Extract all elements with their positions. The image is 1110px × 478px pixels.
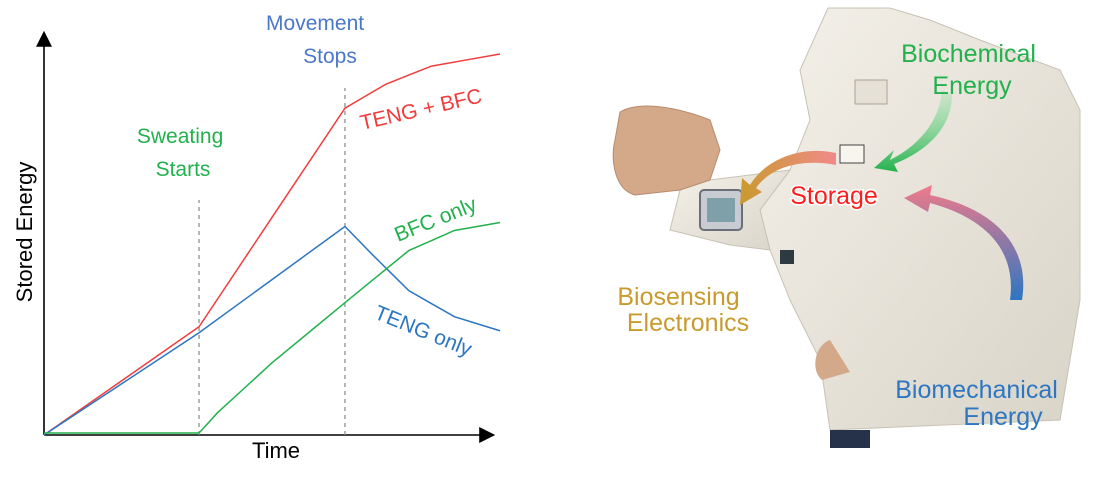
biomechanical-energy-label: Biomechanical Energy [895,376,1065,431]
y-axis-label: Stored Energy [12,162,37,303]
series-line-0 [43,53,501,436]
series-line-2 [43,221,501,434]
event-label-movement: Movement Stops [266,12,370,68]
sensor-chip [780,250,794,264]
wristwatch [699,189,743,231]
storage-patch [839,144,865,164]
event-label-sweating: Sweating Starts [137,125,229,181]
biochemical-energy-label: Biochemical Energy [901,40,1043,100]
biomechanical-arrow [904,185,1024,300]
stored-energy-chart: Time Stored Energy Sweating Starts Movem… [12,12,501,463]
person-silhouette [612,7,1081,448]
biofuel-cell-patch [854,79,888,105]
biosensing-arrow [740,150,836,205]
storage-label: Storage [790,182,878,210]
biochemical-arrow [874,90,952,172]
wearable-illustration: Biochemical Energy Storage Biosensing El… [612,7,1081,448]
series-line-1 [43,225,501,436]
series-label-teng-only: TENG only [371,301,475,361]
series-label-teng-bfc: TENG + BFC [358,85,484,135]
x-axis-label: Time [252,438,300,463]
biosensing-electronics-label: Biosensing Electronics [617,283,749,337]
